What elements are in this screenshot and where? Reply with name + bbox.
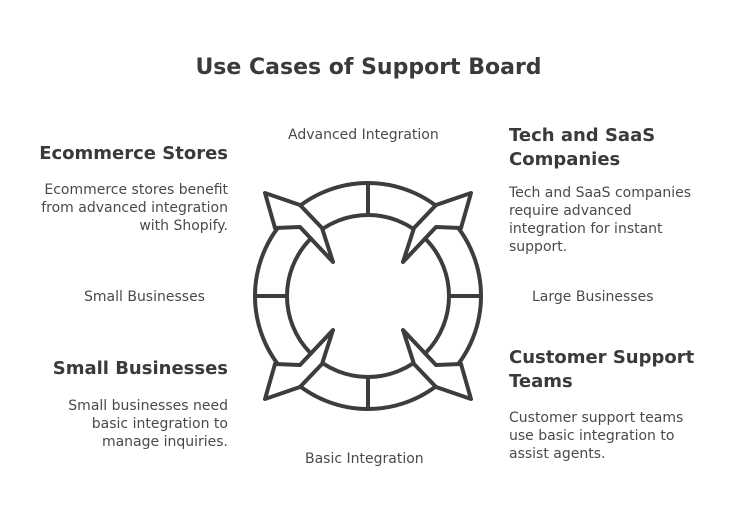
axis-label-bottom: Basic Integration (305, 451, 424, 467)
quadrant-body-bottom-left: Small businesses need basic integration … (68, 398, 228, 450)
arrow-bottom-right (401, 328, 473, 401)
quadrant-heading-bottom-left: Small Businesses (52, 358, 228, 379)
quadrant-body-top-left: Ecommerce stores benefit from advanced i… (41, 182, 228, 234)
axis-label-right: Large Businesses (532, 289, 654, 305)
arrow-top-left (263, 191, 335, 264)
quadrant-body-bottom-right: Customer support teams use basic integra… (509, 410, 684, 462)
diagram-title: Use Cases of Support Board (195, 55, 542, 80)
quadrant-body-top-right: Tech and SaaS companies require advanced… (509, 185, 692, 255)
quadrant-heading-top-left: Ecommerce Stores (39, 143, 228, 164)
arrow-bottom-left (263, 328, 335, 401)
axis-label-left: Small Businesses (84, 289, 205, 305)
axis-label-top: Advanced Integration (288, 127, 439, 143)
quadrant-heading-bottom-right: Customer Support Teams (509, 347, 695, 392)
arrow-top-right (401, 191, 473, 264)
quadrant-heading-top-right: Tech and SaaS Companies (509, 125, 656, 170)
